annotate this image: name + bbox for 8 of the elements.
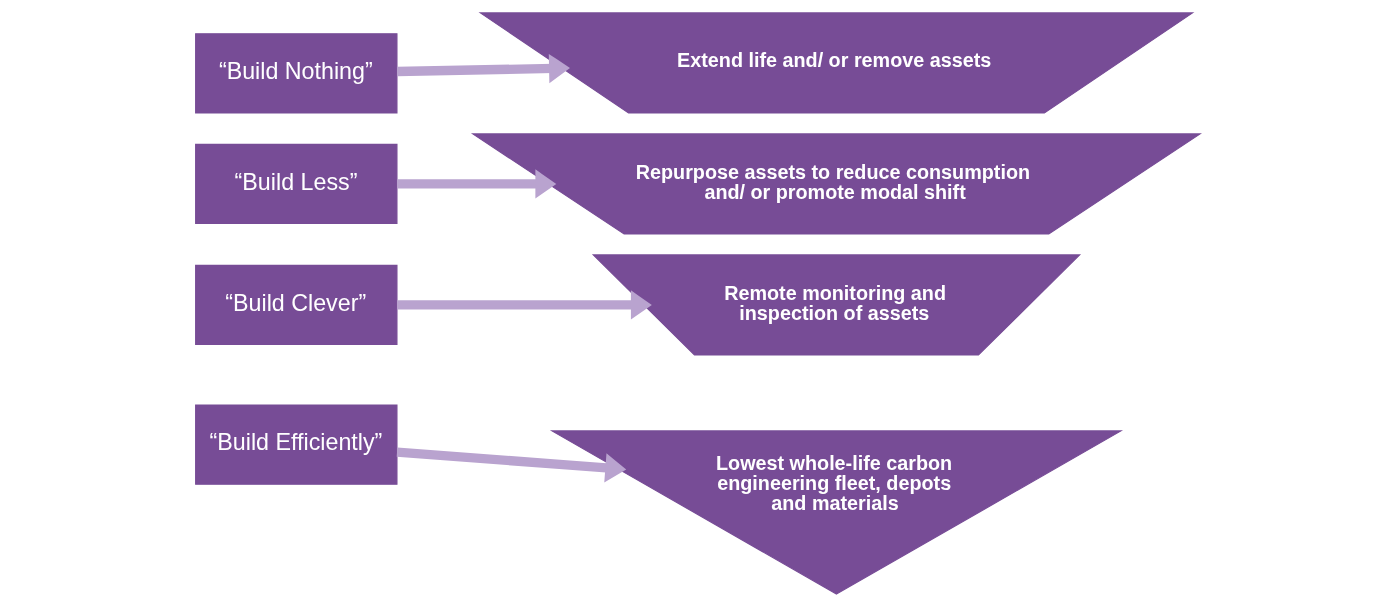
node-box: “Build Clever” (195, 264, 398, 346)
arrow (397, 169, 557, 199)
arrow (396, 447, 627, 483)
arrow (396, 53, 570, 84)
node-box: “Build Less” (195, 143, 398, 225)
arrow (397, 290, 652, 320)
node-box: “Build Nothing” (195, 33, 398, 114)
node-box: “Build Efficiently” (195, 404, 398, 485)
